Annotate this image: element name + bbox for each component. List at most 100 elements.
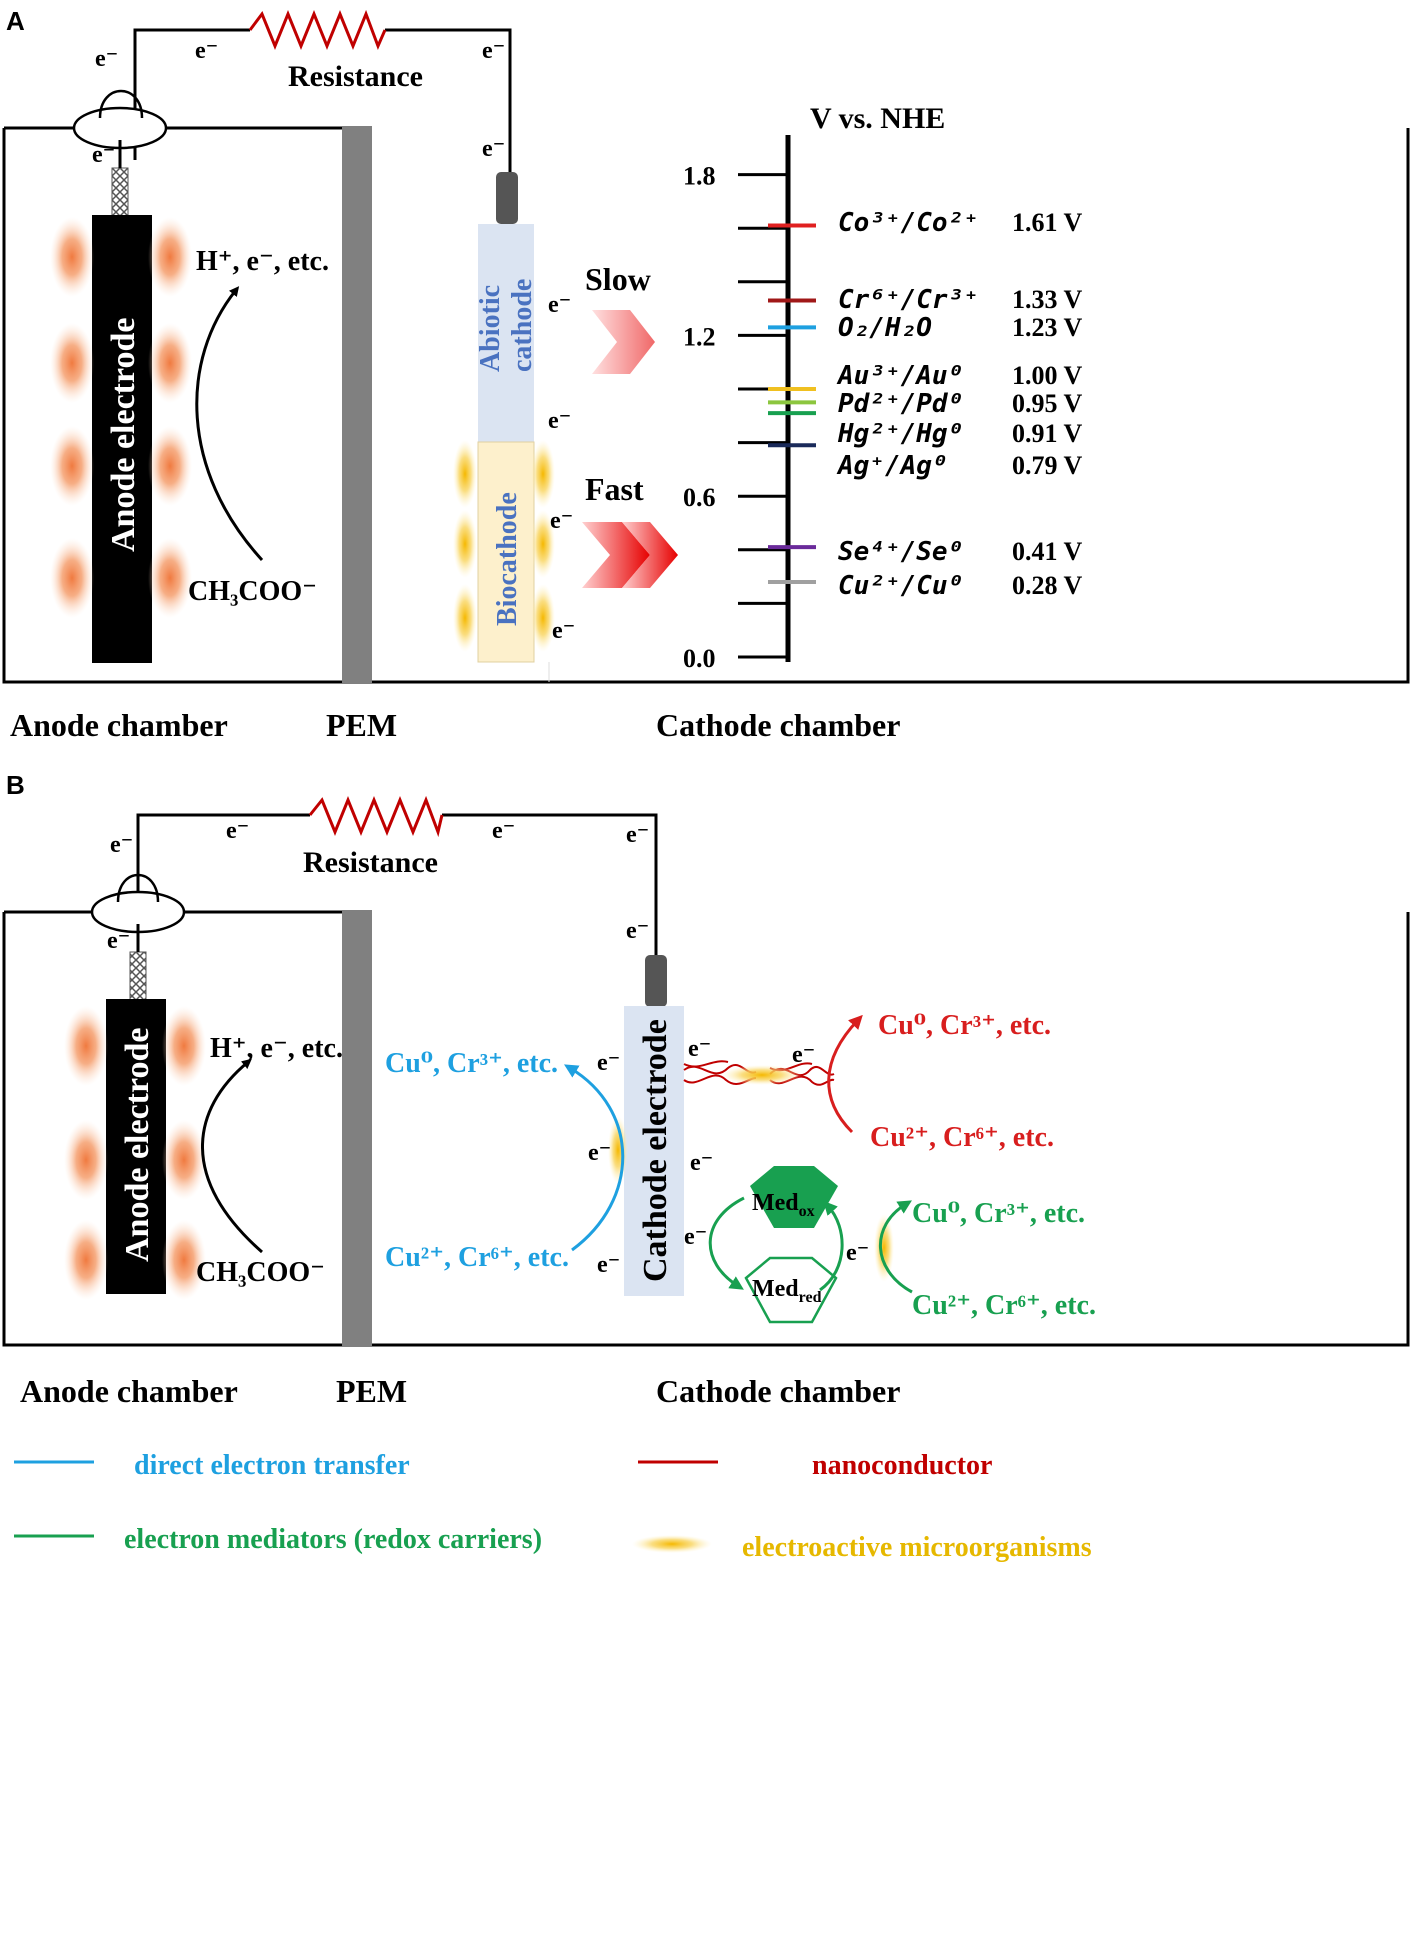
abiotic-cathode-label-1: Abiotic (475, 285, 506, 372)
biocathode (477, 441, 535, 663)
legend-swatch-microorganism (632, 1535, 712, 1553)
abiotic-cathode-label: Abiotic (475, 285, 506, 372)
microorganism (148, 323, 192, 403)
couple-label: Cr⁶⁺/Cr³⁺ (838, 285, 979, 315)
couple-value: 1.61 V (1012, 208, 1083, 237)
resistance-label-b: Resistance (303, 846, 438, 879)
cable-loop-b (116, 873, 160, 903)
med-red-sub: red (799, 1289, 822, 1306)
microorganism (64, 1006, 108, 1086)
couple-value: 1.33 V (1012, 285, 1083, 314)
cathode-electrode-b (624, 1006, 684, 1296)
scale-tick-label: 1.8 (683, 162, 716, 191)
direct-electron-labels: e⁻ e⁻ e⁻ (588, 1050, 620, 1278)
couple-value: 1.23 V (1012, 313, 1083, 342)
electron-label: e⁻ (550, 508, 573, 534)
med-ox-label: Medox (752, 1190, 815, 1220)
microorganism (50, 538, 94, 618)
nano-product-label: Cu⁰, Cr³⁺, etc. (878, 1010, 1051, 1041)
microorganism (162, 1120, 206, 1200)
nanoconductor-microorganism (722, 1065, 802, 1085)
electron-label: e⁻ (792, 1042, 815, 1068)
microorganism (453, 440, 477, 508)
electron-label: e⁻ (482, 38, 505, 64)
microorganism (148, 538, 192, 618)
mediator-electron-labels: e⁻ e⁻ (684, 1224, 869, 1266)
anode-biofilm-a (50, 217, 192, 618)
abiotic-cathode (478, 224, 534, 442)
pem-label-a: PEM (326, 707, 397, 743)
med-ox-hexagon (750, 1166, 838, 1228)
fast-chevron-2 (622, 522, 678, 588)
cathode-chamber-label-a: Cathode chamber (656, 707, 900, 743)
electron-label: e⁻ (195, 38, 218, 64)
electron-labels-a: e⁻ e⁻ e⁻ e⁻ e⁻ (92, 38, 505, 168)
couple-label: Se⁴⁺/Se⁰ (838, 537, 963, 567)
med-red-label: Medred (752, 1276, 822, 1306)
biocathode-biofilm (453, 440, 555, 652)
microorganism (531, 440, 555, 508)
med-ox-text: Med (752, 1190, 799, 1216)
couple-value: 0.95 V (1012, 389, 1083, 418)
legend-label-nano: nanoconductor (812, 1450, 992, 1481)
couple-label: Au³⁺/Au⁰ (836, 361, 963, 391)
cathode-connector-b (645, 955, 667, 1007)
microorganism (148, 426, 192, 506)
microorganism (531, 510, 555, 578)
microorganism (162, 1006, 206, 1086)
couple-value: 0.91 V (1012, 419, 1083, 448)
couple-label: O₂/H₂O (838, 313, 932, 343)
electron-label: e⁻ (626, 822, 649, 848)
legend: direct electron transfer nanoconductor e… (14, 1450, 1092, 1563)
electron-label: e⁻ (684, 1224, 707, 1250)
microorganism (453, 584, 477, 652)
mediator-metal-arc (879, 1200, 913, 1294)
microorganism (162, 1220, 206, 1300)
nano-electron-labels: e⁻ e⁻ e⁻ (688, 1036, 815, 1176)
electron-label: e⁻ (226, 818, 249, 844)
pem-a (342, 126, 372, 684)
anode-chamber-label-a: Anode chamber (10, 707, 228, 743)
electron-label: e⁻ (588, 1140, 611, 1166)
couple-label: Cu²⁺/Cu⁰ (838, 571, 963, 601)
scale-tick-label: 0.0 (683, 644, 716, 673)
electron-label: e⁻ (690, 1150, 713, 1176)
electron-label: e⁻ (482, 136, 505, 162)
oxidation-arrow-a (195, 286, 264, 562)
circuit-wire-b (136, 813, 658, 958)
mediator-reduction-arc (708, 1196, 745, 1290)
microorganism (64, 1220, 108, 1300)
microorganism (64, 1120, 108, 1200)
scale-tick-label: 1.2 (683, 322, 716, 351)
abiotic-cathode-label-2: cathode (507, 279, 538, 372)
couple-label: Co³⁺/Co²⁺ (838, 208, 979, 238)
braided-cable-a (111, 167, 129, 217)
anode-electrode-label-b: Anode electrode (119, 1028, 156, 1262)
electron-label: e⁻ (597, 1050, 620, 1076)
couple-label: Hg²⁺/Hg⁰ (837, 419, 963, 449)
anode-electrode-label-a: Anode electrode (105, 318, 142, 552)
med-reactant-label: Cu²⁺, Cr⁶⁺, etc. (912, 1290, 1096, 1321)
electron-label: e⁻ (688, 1036, 711, 1062)
cathode-electrode-label-b: Cathode electrode (637, 1019, 674, 1282)
scale-title: V vs. NHE (810, 102, 945, 135)
slow-label: Slow (585, 261, 651, 297)
couple-value: 0.41 V (1012, 537, 1083, 566)
electron-label: e⁻ (548, 292, 571, 318)
nano-reactant-label: Cu²⁺, Cr⁶⁺, etc. (870, 1122, 1054, 1153)
electron-label: e⁻ (548, 408, 571, 434)
anode-electrode-b (106, 999, 166, 1294)
anode-electrode-a (92, 215, 152, 663)
anode-biofilm-b (64, 1006, 206, 1300)
panel-a-letter: A (6, 6, 25, 36)
slow-chevron (592, 310, 655, 374)
couple-value: 0.79 V (1012, 451, 1083, 480)
circuit-wire-a (133, 28, 512, 180)
acetate-label-b: CH₃COO⁻ (196, 1257, 325, 1288)
microorganism (50, 323, 94, 403)
electron-label: e⁻ (597, 1252, 620, 1278)
legend-label-microorganism: electroactive microorganisms (742, 1532, 1092, 1563)
direct-reactant-label: Cu²⁺, Cr⁶⁺, etc. (385, 1242, 569, 1273)
microorganism (453, 510, 477, 578)
